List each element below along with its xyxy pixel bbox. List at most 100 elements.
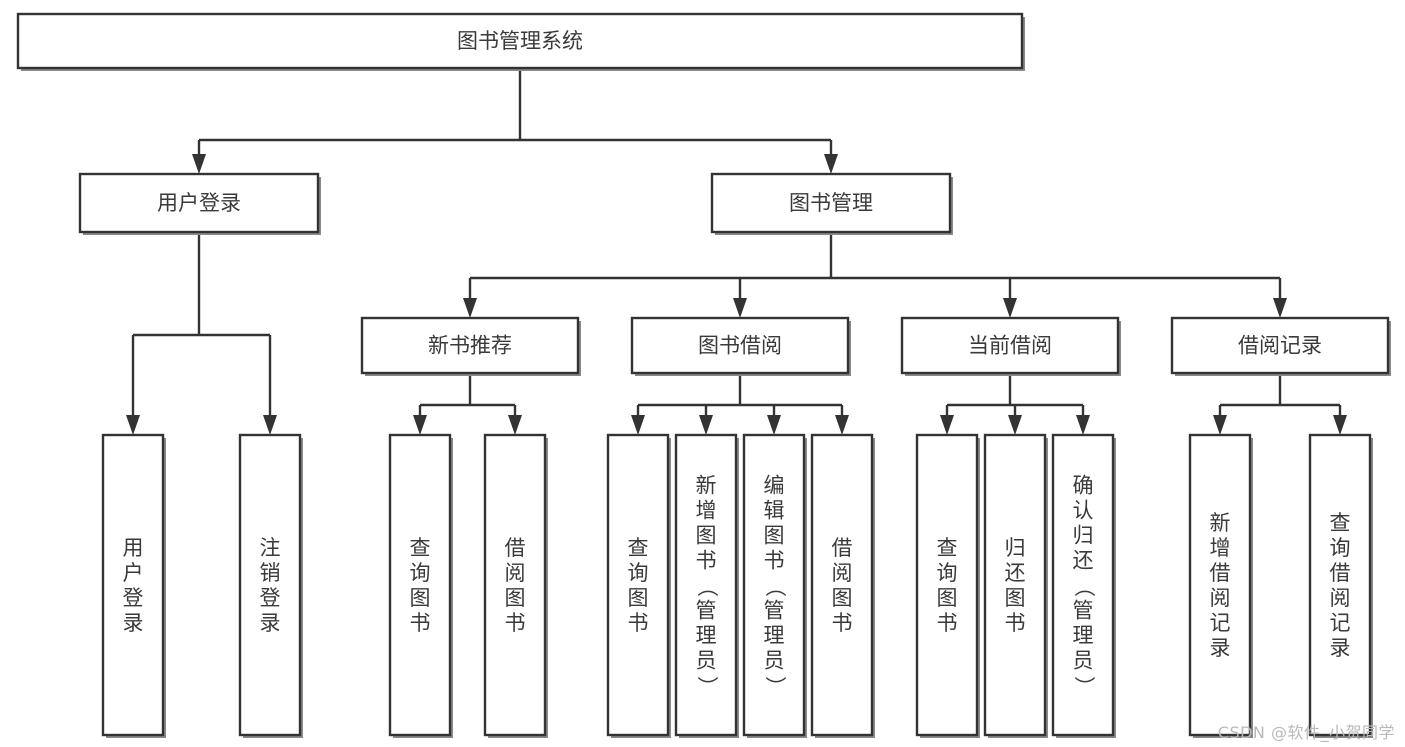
svg-text:注: 注 xyxy=(260,536,281,560)
svg-text:（: （ xyxy=(695,576,719,597)
svg-text:录: 录 xyxy=(123,611,144,635)
svg-text:询: 询 xyxy=(410,561,431,585)
svg-text:新: 新 xyxy=(696,474,717,498)
svg-text:还: 还 xyxy=(1005,561,1026,585)
svg-text:借: 借 xyxy=(832,536,853,560)
node-label: 用户登录 xyxy=(123,536,144,635)
svg-text:书: 书 xyxy=(937,611,958,635)
svg-text:记: 记 xyxy=(1210,611,1231,635)
arrow-head-icon xyxy=(126,415,140,435)
svg-text:理: 理 xyxy=(764,624,785,648)
svg-text:增: 增 xyxy=(696,499,717,523)
node-label: 借阅记录 xyxy=(1238,334,1322,358)
svg-text:图: 图 xyxy=(628,586,649,610)
svg-text:图: 图 xyxy=(937,586,958,610)
arrow-head-icon xyxy=(463,298,477,318)
svg-text:（: （ xyxy=(1072,576,1096,597)
svg-text:归: 归 xyxy=(1005,536,1026,560)
svg-text:阅: 阅 xyxy=(505,561,526,585)
svg-text:）: ） xyxy=(763,676,787,697)
node-label: 用户登录 xyxy=(157,191,241,215)
svg-text:管: 管 xyxy=(696,599,717,623)
arrow-head-icon xyxy=(1076,415,1090,435)
svg-text:认: 认 xyxy=(1073,499,1094,523)
arrow-head-icon xyxy=(699,415,713,435)
svg-text:阅: 阅 xyxy=(1330,586,1351,610)
svg-text:记: 记 xyxy=(1330,611,1351,635)
svg-text:借: 借 xyxy=(505,536,526,560)
svg-text:销: 销 xyxy=(260,561,281,585)
node-label: 图书借阅 xyxy=(698,334,782,358)
svg-text:增: 增 xyxy=(1210,536,1231,560)
node-user-login[interactable]: 用户登录 xyxy=(78,172,321,235)
node-new-book-rec[interactable]: 新书推荐 xyxy=(360,316,581,376)
svg-text:图: 图 xyxy=(410,586,431,610)
svg-text:询: 询 xyxy=(937,561,958,585)
node-root[interactable]: 图书管理系统 xyxy=(16,12,1025,71)
svg-text:查: 查 xyxy=(410,536,431,560)
svg-text:询: 询 xyxy=(628,561,649,585)
svg-text:书: 书 xyxy=(764,549,785,573)
svg-text:图: 图 xyxy=(505,586,526,610)
svg-text:员: 员 xyxy=(1073,649,1094,673)
svg-text:图: 图 xyxy=(1005,586,1026,610)
svg-text:理: 理 xyxy=(696,624,717,648)
svg-text:图: 图 xyxy=(832,586,853,610)
arrow-head-icon xyxy=(733,298,747,318)
node-book-manage[interactable]: 图书管理 xyxy=(710,172,953,235)
arrow-head-icon xyxy=(824,154,838,174)
svg-text:询: 询 xyxy=(1330,536,1351,560)
svg-text:书: 书 xyxy=(410,611,431,635)
svg-text:书: 书 xyxy=(696,549,717,573)
svg-text:查: 查 xyxy=(937,536,958,560)
svg-text:用: 用 xyxy=(123,536,144,560)
node-current-borrow[interactable]: 当前借阅 xyxy=(900,316,1121,376)
svg-text:辑: 辑 xyxy=(764,499,785,523)
svg-text:管: 管 xyxy=(1073,599,1094,623)
node-borrow-record[interactable]: 借阅记录 xyxy=(1170,316,1391,376)
svg-text:阅: 阅 xyxy=(832,561,853,585)
svg-text:归: 归 xyxy=(1073,524,1094,548)
svg-text:理: 理 xyxy=(1073,624,1094,648)
svg-text:借: 借 xyxy=(1210,561,1231,585)
arrow-head-icon xyxy=(1003,298,1017,318)
svg-text:员: 员 xyxy=(696,649,717,673)
svg-text:还: 还 xyxy=(1073,549,1094,573)
node-leaf-user-login[interactable]: 用户登录 xyxy=(101,433,166,738)
arrow-head-icon xyxy=(1273,298,1287,318)
arrow-head-icon xyxy=(413,415,427,435)
svg-text:）: ） xyxy=(695,676,719,697)
svg-text:编: 编 xyxy=(764,474,785,498)
svg-text:登: 登 xyxy=(123,586,144,610)
node-book-borrow[interactable]: 图书借阅 xyxy=(630,316,851,376)
svg-text:录: 录 xyxy=(1210,636,1231,660)
arrow-head-icon xyxy=(631,415,645,435)
svg-text:书: 书 xyxy=(1005,611,1026,635)
node-label: 图书管理系统 xyxy=(457,29,583,53)
arrow-head-icon xyxy=(1213,415,1227,435)
arrow-head-icon xyxy=(940,415,954,435)
svg-text:户: 户 xyxy=(123,561,144,585)
svg-text:图: 图 xyxy=(696,524,717,548)
svg-text:确: 确 xyxy=(1073,474,1094,498)
svg-text:书: 书 xyxy=(628,611,649,635)
